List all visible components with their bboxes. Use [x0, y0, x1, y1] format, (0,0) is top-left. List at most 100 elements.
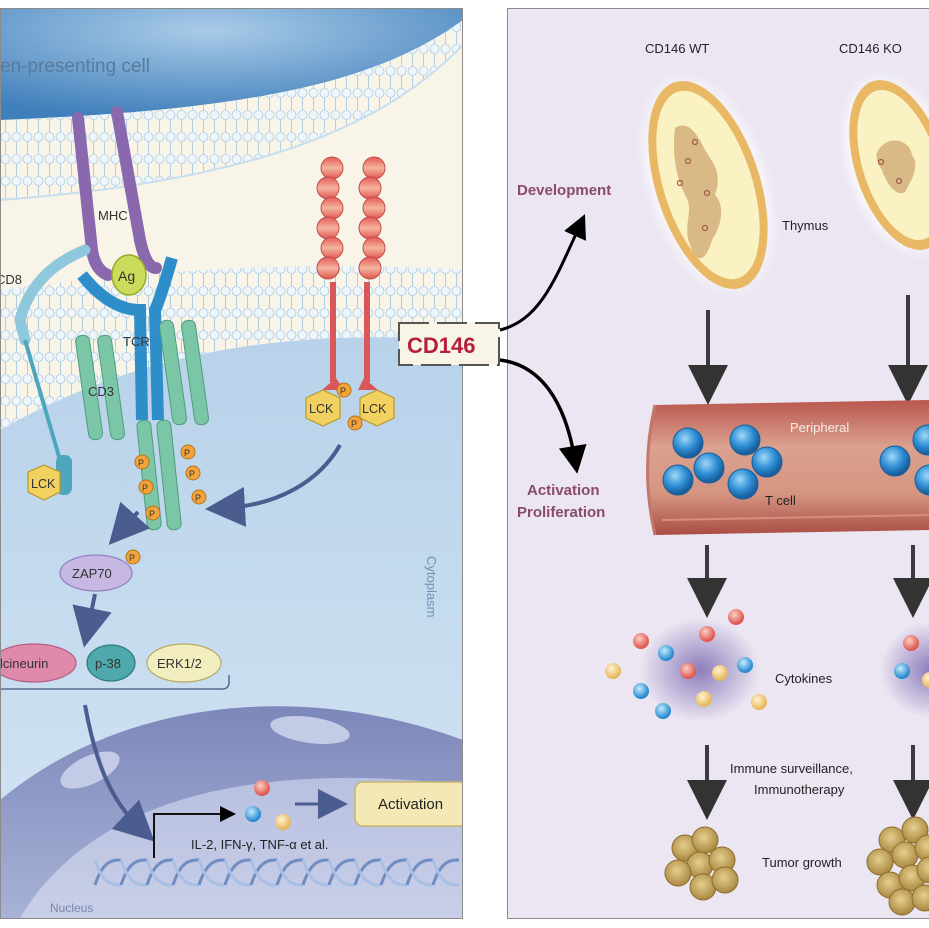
thymus-ko [836, 68, 929, 262]
zap70-label: ZAP70 [72, 566, 112, 581]
lck-cd8: LCK [27, 464, 61, 501]
cd8-molecule: CD8 [0, 244, 91, 495]
right-panel-border [507, 8, 929, 919]
tumor-cell-ko [891, 841, 919, 869]
cytokine-ball-red [680, 663, 696, 679]
nuclear-pore [270, 715, 350, 745]
cd8-label: CD8 [0, 272, 22, 287]
svg-text:LCK: LCK [362, 402, 387, 416]
cd146-domain [320, 156, 344, 180]
tumor-label: Tumor growth [762, 855, 842, 870]
development-arrow [499, 214, 586, 332]
tcell [751, 446, 783, 478]
dna-strand [275, 858, 304, 886]
cd146-domain [320, 196, 344, 220]
dna-strand [327, 858, 356, 886]
dna-strand [431, 858, 460, 886]
nucleus-interior [20, 777, 463, 918]
cytokine-ball-red [254, 780, 270, 796]
dna-strand [145, 858, 174, 886]
cytokine-group [605, 609, 929, 719]
apc-label: en-presenting cell [0, 56, 150, 77]
tumor-cell-wt [711, 866, 739, 894]
dna-strand [275, 859, 304, 887]
cd146-domain [316, 176, 340, 200]
ag-label: Ag [118, 268, 135, 284]
dna-strand [301, 859, 330, 887]
cytokine-ball-blue [655, 703, 671, 719]
dna-strand [93, 859, 122, 887]
tcell [914, 464, 929, 496]
dna-strand [145, 859, 174, 887]
apc-membrane [0, 20, 463, 200]
left-panel-border [0, 8, 463, 919]
tcr-label: TCR [123, 334, 150, 349]
cd3-label: CD3 [88, 384, 114, 399]
dna-strand [171, 859, 200, 887]
cytokine-ball-yellow [712, 665, 728, 681]
cytokine-ball-red [633, 633, 649, 649]
peripheral-label: Peripheral [790, 420, 849, 435]
svg-text:P: P [351, 419, 357, 429]
dna-strand [223, 858, 252, 886]
nucleus-label: Nucleus [50, 901, 93, 915]
dna-strand [301, 858, 330, 886]
erk12: ERK1/2 [146, 643, 222, 683]
cytokine-ball-yellow [751, 694, 767, 710]
ko-label: CD146 KO [839, 41, 902, 56]
tumor-cell-wt [664, 859, 692, 887]
antigen [111, 254, 147, 296]
dna-strand [405, 859, 434, 887]
tumor-cell-ko [866, 848, 894, 876]
phosphate-label: P [195, 493, 201, 503]
effectors-bracket [0, 675, 230, 690]
dna-strand [249, 859, 278, 887]
erk-label: ERK1/2 [157, 656, 202, 671]
cd146-box: CD146 [398, 322, 500, 366]
cd146-domain [358, 216, 382, 240]
cd146-domain [362, 156, 386, 180]
cytokine-haze-wt [640, 618, 760, 722]
apc-membrane-edge [0, 44, 463, 201]
thymus-label: Thymus [782, 218, 829, 233]
lck-to-cd3-arrow [205, 444, 342, 527]
cd146-domain [320, 236, 344, 260]
immune-label-2: Immunotherapy [754, 782, 845, 797]
tcr-molecule: Ag TCR [77, 254, 178, 421]
tcell [672, 427, 704, 459]
dna-strand [249, 858, 278, 886]
calcineurin-label: lcineurin [0, 656, 48, 671]
dna-strand [223, 859, 252, 887]
dna-strand [431, 859, 460, 887]
calcineurin: lcineurin [0, 643, 77, 683]
tcell-group [662, 424, 929, 500]
cytokine-ball-blue [245, 806, 261, 822]
phosphate [185, 465, 201, 481]
dna-strand [353, 859, 382, 887]
dna-strand [405, 858, 434, 886]
cytokines-label: Cytokines [775, 671, 833, 686]
cytokine-ball-blue [894, 663, 910, 679]
cytokine-ball-yellow [275, 814, 291, 830]
dna-strand [353, 858, 382, 886]
tcell [662, 464, 694, 496]
immune-label-1: Immune surveillance, [730, 761, 853, 776]
to-nucleus-arrow [83, 704, 155, 842]
blood-vessel [646, 400, 929, 536]
phosphate [134, 454, 150, 470]
cd3-complex [75, 319, 210, 531]
dna-helix [93, 858, 460, 887]
mhc-molecule: MHC [72, 106, 162, 281]
cd146-domain [362, 236, 386, 260]
svg-text:P: P [129, 553, 135, 563]
cytokine-ball-yellow [696, 691, 712, 707]
lck-label: LCK [31, 477, 56, 491]
phosphate-label: P [184, 448, 190, 458]
activation-box-label: Activation [378, 796, 443, 813]
tcell [693, 452, 725, 484]
dna-strand [171, 858, 200, 886]
cytokine-ball-yellow [922, 672, 929, 688]
cytokine-ball-red [728, 609, 744, 625]
